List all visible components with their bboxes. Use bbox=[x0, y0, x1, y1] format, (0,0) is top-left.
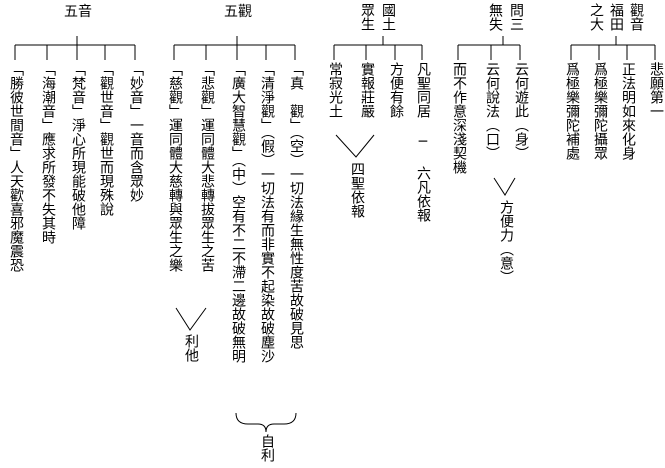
kannon-item: 悲願第一 bbox=[648, 62, 664, 118]
kannon-title: 之大 bbox=[588, 3, 604, 31]
gokan-label-other: 利他 bbox=[183, 334, 199, 362]
mondai-title: 無失 bbox=[487, 3, 503, 31]
goon-item: 「觀世音」觀世而現殊說 bbox=[98, 62, 114, 216]
kokudo-item: 常寂光土 bbox=[327, 62, 343, 118]
gokan-item: 「慈觀」運同體大慈轉與眾生之樂 bbox=[167, 62, 183, 272]
kokudo-item: 方便有餘 bbox=[388, 62, 404, 118]
gokan-item: 「悲觀」運同體大悲轉拔眾生之苦 bbox=[199, 62, 215, 272]
kokudo-merge-chevron bbox=[335, 134, 375, 158]
kokudo-title: 眾生 bbox=[359, 3, 375, 31]
gokan-item: 「廣大智慧觀」（中）空有不二不滯二邊故破無明 bbox=[230, 62, 246, 363]
mondai-item: 云何說法（口） bbox=[484, 62, 500, 160]
gokan-title: 五觀 bbox=[224, 4, 252, 20]
gokan-item: 「清淨觀」（假）一切法有而非實不起染故破塵沙 bbox=[259, 62, 275, 363]
kannon-title: 觀音 bbox=[628, 3, 644, 31]
kokudo-merge-label: 四聖依報 bbox=[349, 162, 365, 218]
goon-item: 「海潮音」應求所發不失其時 bbox=[40, 62, 56, 244]
gokan-item: 「真 觀」（空）一切法緣生無性度苦故破見思 bbox=[288, 62, 304, 349]
gokan-self-brace bbox=[235, 412, 297, 433]
gokan-label-self: 自利 bbox=[259, 434, 275, 462]
goon-item: 「梵音」淨心所現能破他障 bbox=[70, 62, 86, 230]
kokudo-item: 實報莊嚴 bbox=[359, 62, 375, 118]
gokan-other-chevron bbox=[175, 307, 207, 331]
kannon-item: 爲極樂彌陀攝眾 bbox=[592, 62, 608, 160]
mondai-merge-label: 方便力（意） bbox=[498, 200, 514, 284]
mondai-standalone: 而不作意深淺契機 bbox=[451, 62, 467, 174]
kannon-item: 正法明如來化身 bbox=[620, 62, 636, 160]
kokudo-title: 國土 bbox=[380, 3, 396, 31]
goon-title: 五音 bbox=[64, 4, 92, 20]
kokudo-item: 凡聖同居 ─ 六凡依報 bbox=[415, 62, 431, 222]
mondai-item: 云何遊此（身） bbox=[513, 62, 529, 160]
goon-item: 「妙音」一音而含眾妙 bbox=[128, 62, 144, 202]
kannon-title: 福田 bbox=[608, 3, 624, 31]
kannon-item: 爲極樂彌陀補處 bbox=[564, 62, 580, 160]
mondai-merge-chevron bbox=[493, 177, 516, 196]
mondai-title: 問三 bbox=[508, 3, 524, 31]
goon-item: 「勝彼世間音」人天歡喜邪魔震恐 bbox=[8, 62, 24, 272]
